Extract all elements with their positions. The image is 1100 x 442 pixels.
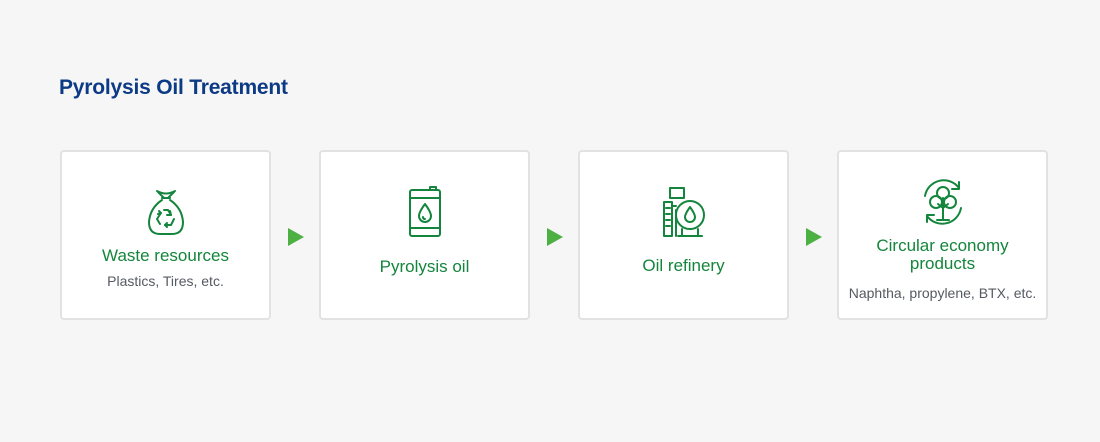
flow-arrow: [547, 228, 563, 246]
step-label: Circular economy products: [847, 237, 1038, 273]
step-sublabel: Plastics, Tires, etc.: [107, 273, 224, 289]
step-label: Pyrolysis oil: [379, 257, 470, 276]
step-card-oil-refinery: Oil refinery: [578, 150, 789, 320]
step-card-waste-resources: Waste resources Plastics, Tires, etc.: [60, 150, 271, 320]
page-title: Pyrolysis Oil Treatment: [59, 76, 288, 99]
step-label: Oil refinery: [642, 256, 725, 275]
step-sublabel: Naphtha, propylene, BTX, etc.: [848, 285, 1037, 301]
step-label: Waste resources: [102, 246, 229, 265]
refinery-tank-icon: [656, 184, 712, 240]
step-label-line: Circular economy: [876, 236, 1009, 255]
oil-barrel-icon: [397, 184, 453, 240]
step-card-pyrolysis-oil: Pyrolysis oil: [319, 150, 530, 320]
flow-arrow: [806, 228, 822, 246]
flow-arrow: [288, 228, 304, 246]
circular-tree-icon: [915, 174, 971, 230]
recycle-bag-icon: [138, 184, 194, 240]
step-card-circular-economy-products: Circular economy products Naphtha, propy…: [837, 150, 1048, 320]
step-label-line: products: [909, 254, 976, 273]
